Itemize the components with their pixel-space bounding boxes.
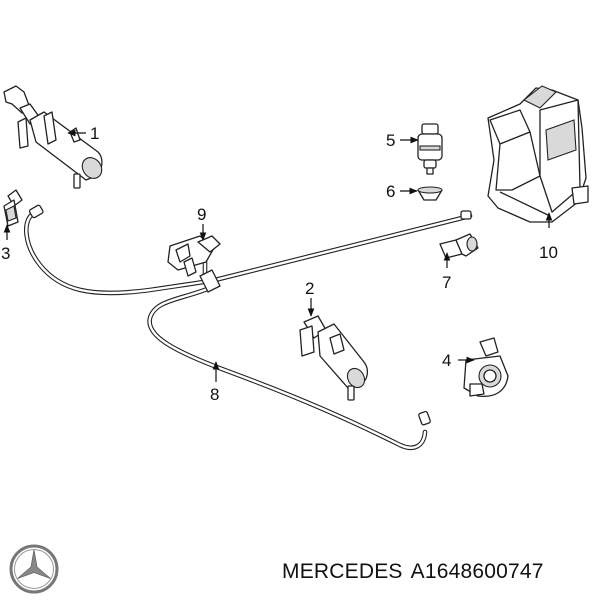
label-part-2: 2	[305, 279, 314, 298]
brand-name: MERCEDES	[282, 560, 403, 583]
label-part-3: 3	[1, 244, 10, 263]
part-3-elbow-connector	[3, 189, 23, 227]
part-6-grommet	[417, 186, 443, 201]
part-4-holder	[463, 337, 509, 398]
label-part-9: 9	[197, 205, 206, 224]
part-5-washer-pump	[417, 123, 443, 175]
part-number: A1648600747	[410, 560, 544, 583]
label-part-7: 7	[442, 273, 451, 292]
label-part-10: 10	[539, 243, 558, 262]
label-part-5: 5	[386, 131, 395, 150]
leader-lines	[3, 129, 553, 382]
part-7-nozzle	[439, 233, 479, 259]
part-1-washer-nozzle	[3, 85, 103, 189]
part-10-reservoir	[487, 85, 589, 223]
part-caption: MERCEDES A1648600747	[282, 560, 592, 590]
label-part-4: 4	[442, 351, 451, 370]
label-part-8: 8	[210, 385, 219, 404]
mercedes-star-logo-icon	[9, 544, 59, 594]
label-part-1: 1	[90, 124, 99, 143]
part-2-washer-nozzle	[299, 315, 369, 401]
hose-network	[24, 204, 473, 451]
label-part-6: 6	[386, 182, 395, 201]
